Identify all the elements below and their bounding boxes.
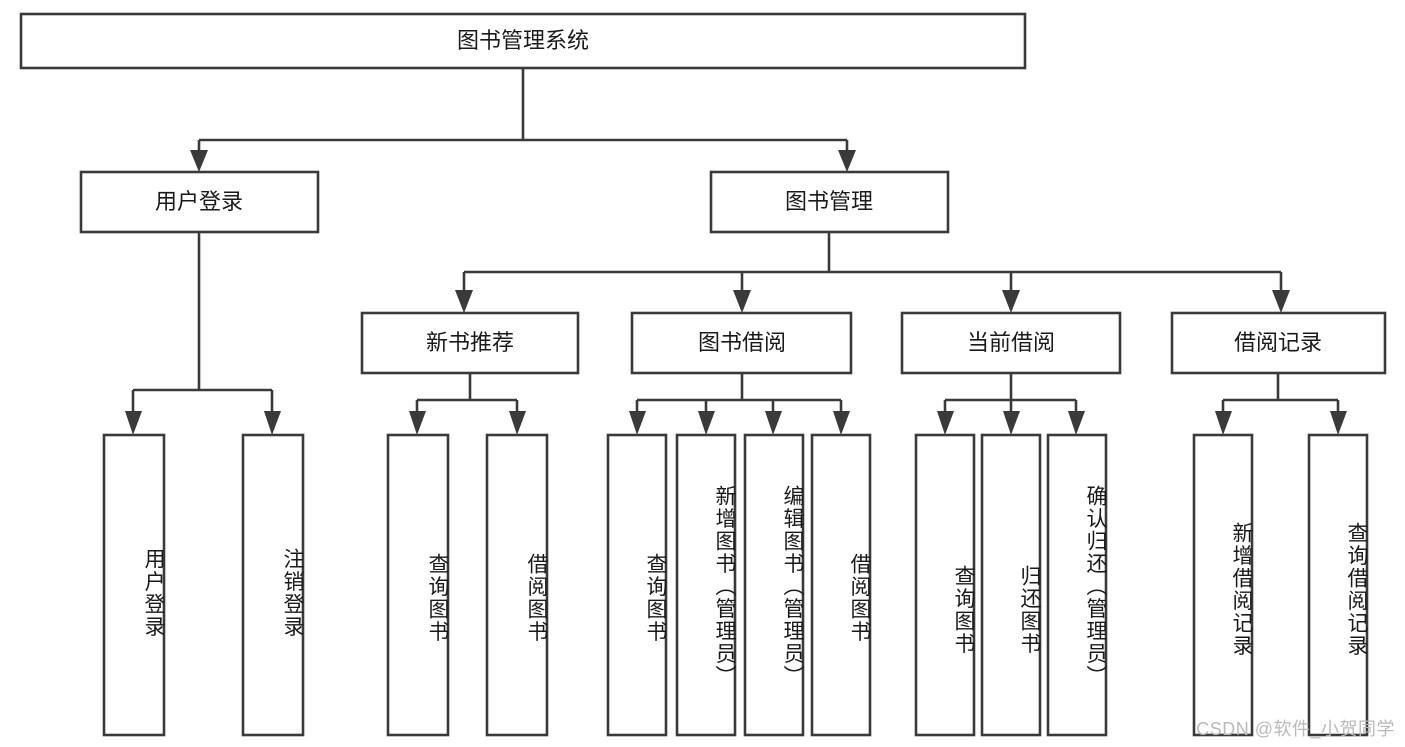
node-book-management[interactable]: 图书管理 [709, 170, 950, 234]
connector-user-login-to-leaves [125, 232, 281, 435]
node-root-label: 图书管理系统 [457, 28, 589, 53]
leaf-group-current-borrow [914, 433, 1108, 737]
node-book-borrow[interactable]: 图书借阅 [630, 311, 853, 375]
leaf-group-user-login [102, 433, 305, 737]
csdn-watermark: CSDN @软件_小贺同学 [1196, 719, 1395, 739]
leaf-group-new-book [386, 433, 549, 737]
node-book-management-label: 图书管理 [785, 189, 873, 214]
leaf-query-book-new[interactable] [386, 433, 450, 737]
leaf-user-login[interactable] [102, 433, 166, 737]
connector-new-book-to-leaves [409, 373, 526, 435]
leaf-add-book-admin[interactable] [675, 433, 737, 737]
node-new-book-recommend[interactable]: 新书推荐 [360, 311, 580, 375]
leaf-add-borrow-record[interactable] [1192, 433, 1254, 737]
leaf-query-book-borrow[interactable] [606, 433, 668, 737]
leaf-return-book[interactable] [980, 433, 1042, 737]
connector-book-borrow-to-leaves [629, 373, 850, 435]
leaf-query-borrow-record[interactable] [1307, 433, 1369, 737]
node-root[interactable]: 图书管理系统 [19, 12, 1027, 70]
node-new-book-recommend-label: 新书推荐 [426, 330, 514, 355]
leaf-query-book-current[interactable] [914, 433, 976, 737]
node-user-login[interactable]: 用户登录 [79, 170, 320, 234]
connector-book-mgmt-to-level3 [455, 232, 1290, 313]
leaf-borrow-book-new[interactable] [485, 433, 549, 737]
node-book-borrow-label: 图书借阅 [698, 330, 786, 355]
node-current-borrow[interactable]: 当前借阅 [900, 311, 1122, 375]
leaf-confirm-return-admin[interactable] [1046, 433, 1108, 737]
node-borrow-record-label: 借阅记录 [1234, 330, 1322, 355]
leaf-borrow-book[interactable] [810, 433, 872, 737]
leaf-group-borrow-record [1192, 433, 1369, 737]
connector-borrow-record-to-leaves [1215, 373, 1347, 435]
leaf-edit-book-admin[interactable] [743, 433, 805, 737]
connector-root-to-level2 [190, 68, 856, 172]
leaf-group-book-borrow [606, 433, 872, 737]
node-borrow-record[interactable]: 借阅记录 [1170, 311, 1387, 375]
connector-current-borrow-to-leaves [937, 373, 1085, 435]
node-current-borrow-label: 当前借阅 [967, 330, 1055, 355]
leaf-logout[interactable] [241, 433, 305, 737]
node-user-login-label: 用户登录 [155, 189, 243, 214]
